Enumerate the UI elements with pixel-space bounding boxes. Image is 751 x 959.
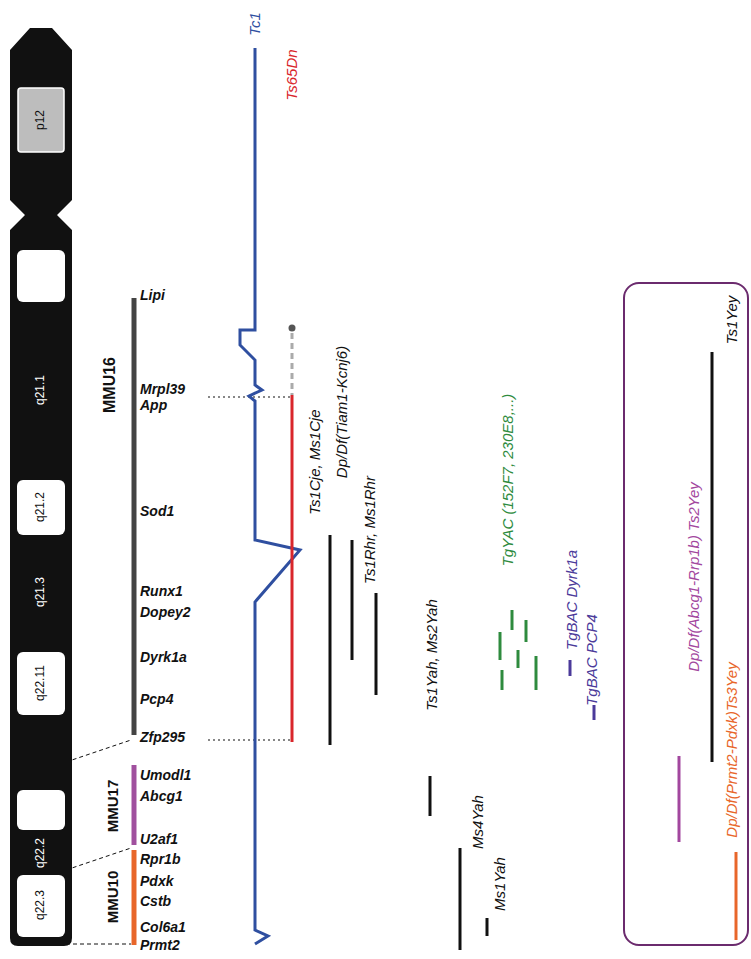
gene-label: Umodl1 xyxy=(140,768,191,783)
model-label: Dp/Df(Tiam1-Kcnj6) xyxy=(334,346,351,478)
model-label: Ms1Yah xyxy=(492,857,509,911)
model-label: Ts65Dn xyxy=(284,49,301,100)
ts65dn-dashed xyxy=(291,333,294,395)
band-label: q21.3 xyxy=(34,577,47,607)
gene-label: Cstb xyxy=(140,894,171,909)
model-label: TgBAC PCP4 xyxy=(584,614,601,706)
gene-label: Pdxk xyxy=(140,874,173,889)
chromosome-band xyxy=(17,250,65,302)
tgbac-line xyxy=(569,660,572,676)
ts65dn-line xyxy=(291,395,294,742)
gene-label: Pcp4 xyxy=(140,692,173,707)
chromosome-band xyxy=(17,480,65,535)
chromosome-band xyxy=(17,790,65,830)
model-group-box: Ts1YeyDp/Df(Abcg1-Rrp1b) Ts2YeyDp/Df(Prm… xyxy=(623,282,749,946)
model-line xyxy=(678,756,681,842)
tgbac-line xyxy=(593,705,596,720)
model-line xyxy=(375,593,378,695)
gene-label: Mrpl39 xyxy=(140,382,185,397)
model-label: Tc1 xyxy=(247,12,264,36)
model-label: TgBAC Dyrk1a xyxy=(564,550,581,650)
tgyac-segments xyxy=(500,610,536,690)
mmu16-bar xyxy=(132,298,137,735)
chromosome-band xyxy=(17,652,65,715)
model-label: TgYAC (152F7, 230E8,...) xyxy=(500,394,517,567)
mmu10-bar xyxy=(132,850,137,945)
gene-label: U2af1 xyxy=(140,832,178,847)
gene-label: Zfp295 xyxy=(140,730,185,745)
model-line xyxy=(329,535,332,745)
model-label: Dp/Df(Prmt2-Pdxk)Ts3Yey xyxy=(724,662,741,837)
model-label: Ts1Yah, Ms2Yah xyxy=(424,599,441,710)
dotted-guide xyxy=(208,739,290,740)
chromosome-name: MMU10 xyxy=(105,871,122,924)
dashed-guide xyxy=(66,740,131,762)
model-label: Ts1Cje, Ms1Cje xyxy=(307,409,324,514)
model-line xyxy=(351,540,354,660)
gene-label: Rpr1b xyxy=(140,852,180,867)
model-line xyxy=(429,776,432,816)
chromosome-band xyxy=(17,875,65,937)
gene-label: Col6a1 xyxy=(140,920,186,935)
gene-label: Dyrk1a xyxy=(140,650,187,665)
band-label: q22.2 xyxy=(34,838,47,868)
model-label: Dp/Df(Abcg1-Rrp1b) Ts2Yey xyxy=(686,482,703,672)
gene-label: Sod1 xyxy=(140,504,174,519)
gene-label: Prmt2 xyxy=(140,938,180,953)
band-label: q21.1 xyxy=(34,375,47,405)
gene-label: App xyxy=(140,398,167,413)
model-label: Ms4Yah xyxy=(470,795,487,849)
dashed-guide xyxy=(66,944,131,945)
band-label: q21.2 xyxy=(34,492,47,522)
chromosome-ideogram xyxy=(10,28,72,946)
model-line xyxy=(486,918,489,936)
dashed-guide xyxy=(66,848,131,870)
band-label: q22.11 xyxy=(34,665,47,701)
tc1-line xyxy=(240,48,300,944)
gene-label: Lipi xyxy=(140,288,165,303)
band-label: p12 xyxy=(34,110,47,130)
ts65dn-point xyxy=(289,325,296,332)
chromosome-name: MMU17 xyxy=(105,780,122,833)
band-label: q22.3 xyxy=(34,890,47,920)
model-line xyxy=(711,352,714,762)
gene-label: Dopey2 xyxy=(140,605,191,620)
mmu17-bar xyxy=(132,765,137,845)
gene-label: Abcg1 xyxy=(140,789,183,804)
chromosome-band xyxy=(18,88,64,152)
model-line xyxy=(459,848,462,950)
chromosome-name: MMU16 xyxy=(101,357,119,413)
gene-label: Runx1 xyxy=(140,584,183,599)
model-label: Ts1Yey xyxy=(724,296,741,345)
model-line xyxy=(735,852,738,940)
model-label: Ts1Rhr, Ms1Rhr xyxy=(362,476,379,584)
